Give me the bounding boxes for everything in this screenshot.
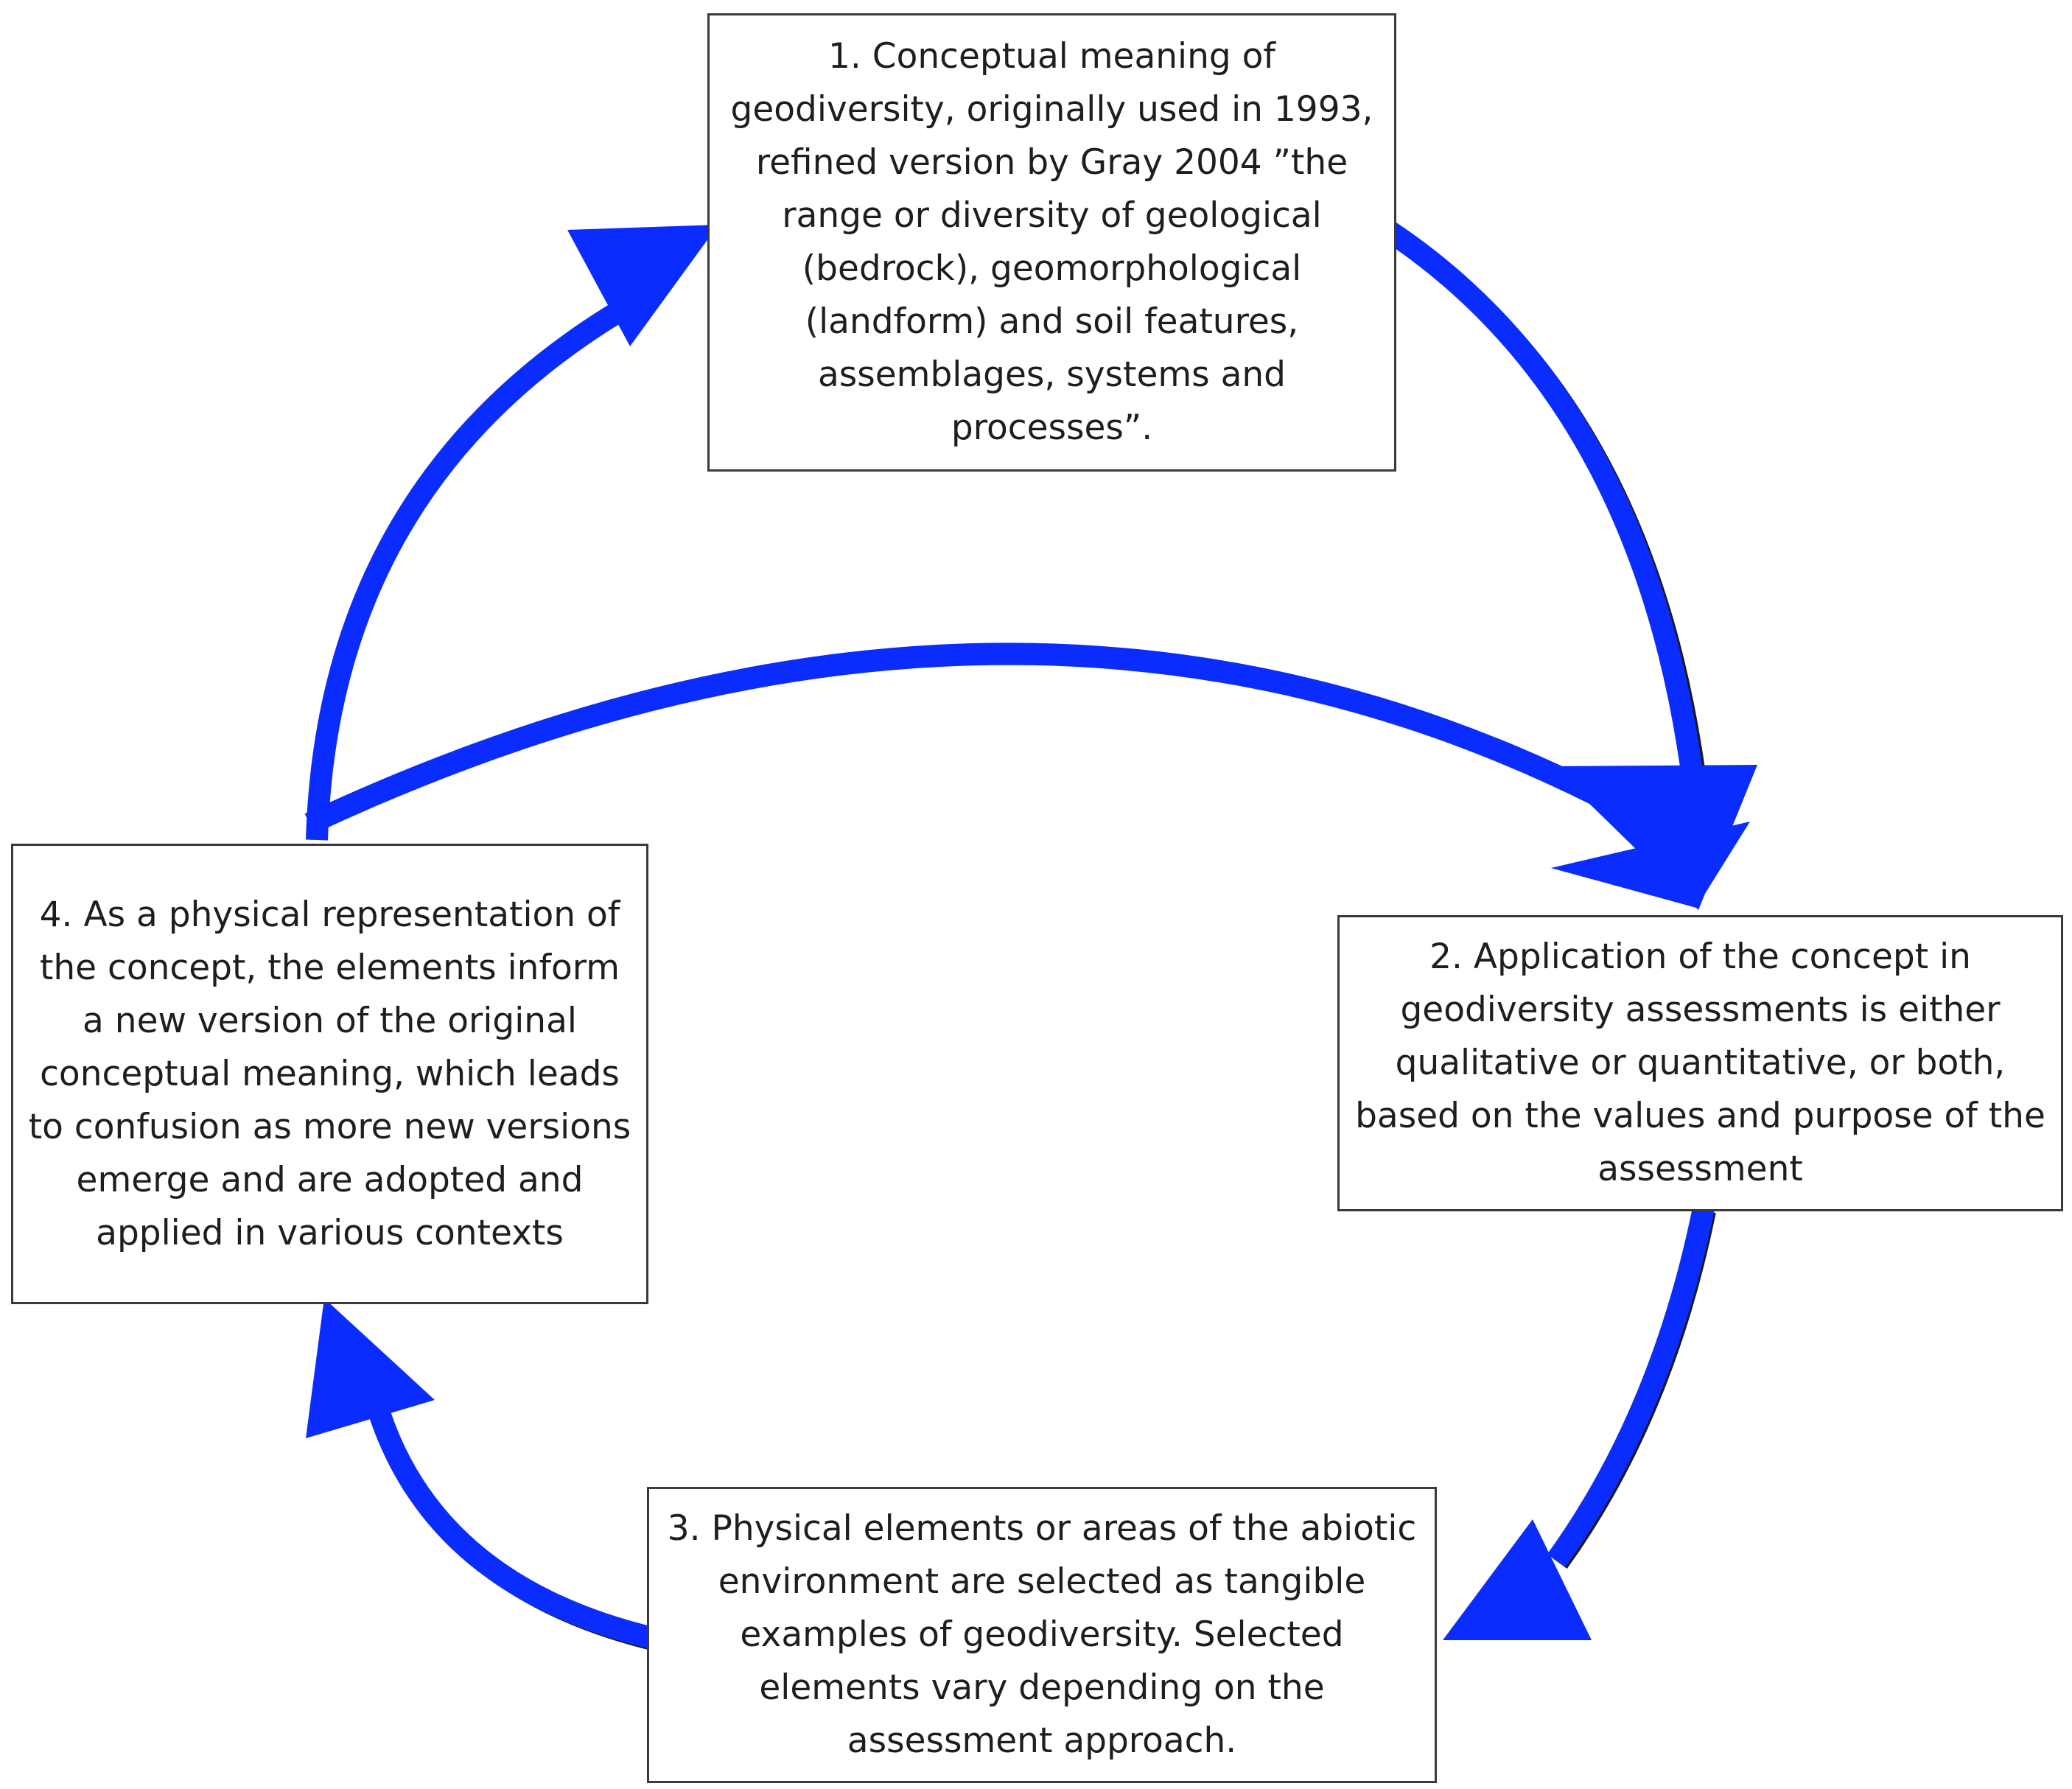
- arrow-4-to-2: [304, 643, 1649, 834]
- box-1-text: 1. Conceptual meaning of geodiversity, o…: [730, 36, 1373, 448]
- arrow-3-to-4: [368, 1410, 665, 1651]
- arrow-1-to-2: [1384, 223, 1707, 787]
- arrow-3-to-4: [374, 1415, 667, 1653]
- box-4-physical-representation: 4. As a physical representation of the c…: [11, 844, 648, 1304]
- arrow-head-4-to-2: [1551, 822, 1750, 908]
- box-3-physical-elements: 3. Physical elements or areas of the abi…: [647, 1487, 1437, 1783]
- box-2-text: 2. Application of the concept in geodive…: [1355, 936, 2045, 1189]
- arrow-1-to-2: [1379, 219, 1704, 784]
- arrow-4-to-1: [306, 281, 660, 841]
- arrow-2-to-3: [1547, 1206, 1715, 1567]
- box-2-application: 2. Application of the concept in geodive…: [1337, 915, 2063, 1211]
- arrow-head-2-to-3: [1443, 1519, 1592, 1640]
- arrow-head-3-to-4: [306, 1298, 435, 1438]
- box-3-text: 3. Physical elements or areas of the abi…: [667, 1508, 1417, 1761]
- box-1-conceptual-meaning: 1. Conceptual meaning of geodiversity, o…: [707, 13, 1396, 472]
- arrow-head-4-to-1: [567, 225, 718, 346]
- box-4-text: 4. As a physical representation of the c…: [28, 894, 631, 1253]
